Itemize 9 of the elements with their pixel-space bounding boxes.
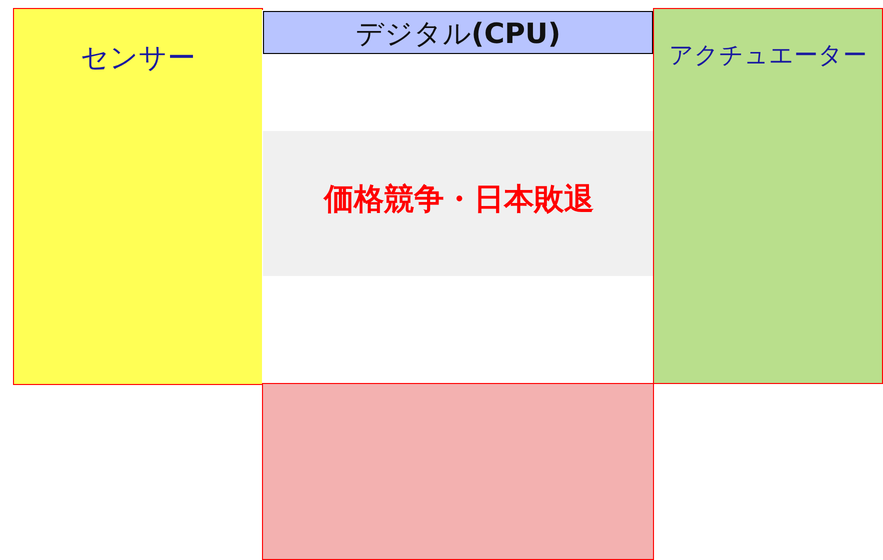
cpu-panel bbox=[262, 10, 654, 384]
header-bar: デジタル(CPU) bbox=[263, 11, 653, 54]
actuator-panel bbox=[653, 8, 883, 384]
sensor-panel bbox=[13, 8, 263, 385]
panel-title: アクチュエーター bbox=[668, 40, 868, 71]
panel-title: センサー bbox=[80, 40, 196, 76]
panel-title: 価格競争・日本敗退 bbox=[322, 181, 595, 219]
highlight-band bbox=[263, 131, 655, 276]
empty-box bbox=[262, 383, 654, 560]
